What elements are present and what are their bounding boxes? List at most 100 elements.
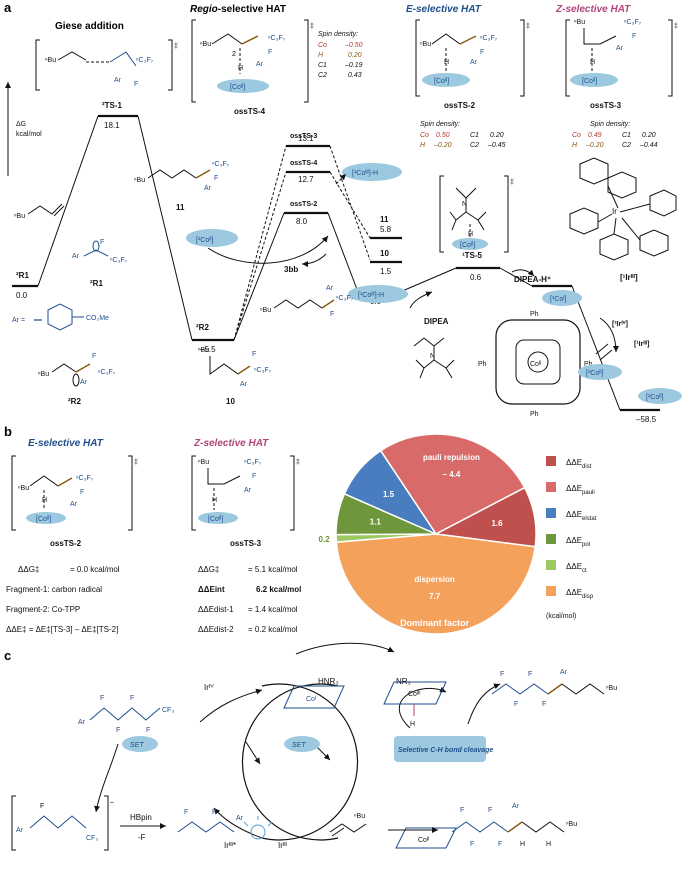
z-hat-header: Z-selective HAT — [555, 4, 631, 15]
pie-value-label-4: 0.2 — [319, 535, 331, 544]
c-co3: Coᴵᴵᴵ — [408, 691, 420, 698]
svg-text:C2: C2 — [318, 72, 327, 79]
svg-text:N: N — [462, 201, 467, 208]
pie-slice-2 — [343, 449, 439, 536]
svg-text:Ar: Ar — [236, 815, 244, 822]
light-bulb-icon — [243, 816, 273, 840]
product-3bb-label: 3bb — [284, 265, 298, 274]
legend-label-2: ΔΔEelstat — [566, 510, 597, 522]
energy-final: –58.5 — [636, 415, 657, 424]
svg-text:F: F — [134, 81, 138, 88]
svg-text:H: H — [238, 65, 243, 72]
svg-text:[Coᴵᴵ]: [Coᴵᴵ] — [434, 78, 449, 85]
svg-text:Ir: Ir — [612, 207, 617, 216]
r1-radical-label: ²R1 — [90, 279, 103, 288]
legend-swatch-0 — [546, 456, 556, 466]
svg-text:H: H — [42, 497, 47, 504]
svg-text:N: N — [430, 353, 435, 360]
svg-text:Ar: Ar — [80, 379, 88, 386]
ts3-profile-label: ossTS-3 — [290, 133, 317, 140]
co2-pill-final: [²Coᴵᴵ] — [646, 394, 664, 401]
ir4-label: [²Irᴵⱽ] — [612, 320, 628, 328]
c-hbpin: HBpin — [130, 813, 152, 822]
svg-text:CO₂Me: CO₂Me — [86, 315, 109, 322]
svg-text:–0.45: –0.45 — [487, 142, 506, 149]
giese-nbu: ⁿBu — [45, 57, 56, 64]
svg-text:H: H — [444, 59, 449, 66]
pie-value-label-1: – 4.4 — [443, 470, 461, 479]
legend-label-5: ΔΔEdisp — [566, 588, 594, 600]
svg-text:F: F — [488, 807, 492, 814]
svg-text:F: F — [116, 727, 120, 734]
legend-label-3: ΔΔEpol — [566, 536, 590, 548]
svg-text:ⁿBu: ⁿBu — [18, 485, 29, 492]
ir-label: [¹Irᴵᴵᴵ] — [620, 273, 638, 282]
svg-text:ⁿBu: ⁿBu — [200, 41, 211, 48]
svg-text:C1: C1 — [470, 132, 479, 139]
c-set2: SET — [292, 742, 306, 749]
c-nr3: NR₃ — [396, 677, 411, 686]
svg-text:F: F — [80, 489, 84, 496]
ts3-header-label: ossTS-3 — [590, 101, 622, 110]
legend-label-0: ΔΔEdist — [566, 458, 592, 470]
giese-header: Giese addition — [55, 21, 124, 32]
svg-text:H: H — [212, 497, 217, 504]
dipea-h-label: DIPEA-H⁺ — [514, 275, 551, 284]
ir3-label: [¹Irᴵᴵᴵ] — [634, 341, 649, 348]
svg-text:ⁿBu: ⁿBu — [574, 19, 585, 26]
svg-text:Ar: Ar — [70, 501, 78, 508]
svg-text:–: – — [110, 799, 114, 806]
svg-text:F: F — [40, 803, 44, 810]
dipea-label: DIPEA — [424, 317, 449, 326]
c-co1: Coᴵ — [306, 696, 316, 703]
svg-text:H: H — [572, 142, 578, 149]
svg-text:F: F — [480, 49, 484, 56]
y-axis: ΔG kcal/mol — [5, 82, 42, 176]
product-11-structure: ⁿBu ⁿC₃F₇ F Ar 11 — [134, 161, 230, 212]
b-z-structure: ‡ ⁿBu H ⁿC₃F₇ F Ar [Coᴵᴵ] ossTS-3 — [191, 455, 300, 548]
c-bottom-right-structure: ⁿBu Ar F F F F H H — [451, 803, 577, 848]
svg-text:ⁿBu: ⁿBu — [134, 177, 145, 184]
svg-text:ⁿBu: ⁿBu — [420, 41, 431, 48]
energy-p10: 1.5 — [380, 267, 392, 276]
legend-swatch-4 — [546, 560, 556, 570]
svg-text:ⁿC₃F₇: ⁿC₃F₇ — [480, 35, 498, 42]
energy-ts1: 18.1 — [104, 121, 120, 130]
svg-text:F: F — [470, 841, 474, 848]
svg-text:F: F — [330, 311, 334, 318]
svg-text:ΔΔEint: ΔΔEint — [198, 585, 225, 594]
svg-text:F: F — [212, 809, 216, 816]
svg-text:kcal/mol: kcal/mol — [16, 131, 42, 138]
svg-text:ΔG: ΔG — [16, 121, 26, 128]
svg-text:[Coᴵᴵ]: [Coᴵᴵ] — [230, 84, 245, 91]
c-ir3s: Irᴵᴵᴵ* — [224, 841, 236, 850]
svg-text:Ar =: Ar = — [12, 317, 25, 324]
b-formula: ΔΔE‡ = ΔE‡[TS-3] – ΔE‡[TS-2] — [6, 625, 118, 634]
svg-text:ⁿC₃F₇: ⁿC₃F₇ — [268, 35, 286, 42]
energy-p11: 5.8 — [380, 225, 392, 234]
svg-text:–0.50: –0.50 — [344, 42, 363, 49]
energy-ts2: 8.0 — [296, 217, 308, 226]
pie-value-label-5: 7.7 — [429, 592, 441, 601]
b-z-rows: ΔΔG‡ = 5.1 kcal/mol ΔΔEint 6.2 kcal/mol … — [198, 565, 301, 634]
svg-text:ⁿC₃F₇: ⁿC₃F₇ — [98, 369, 116, 376]
r1-structure: ⁿBu ²R1 — [14, 203, 65, 280]
svg-text:ⁿC₃F₇: ⁿC₃F₇ — [244, 459, 262, 466]
pie-annotation-1: pauli repulsion — [423, 453, 480, 462]
svg-text:Ar: Ar — [244, 487, 252, 494]
svg-text:0.20: 0.20 — [348, 52, 362, 59]
co2-pill-right: [²Coᴵᴵ] — [586, 370, 604, 377]
svg-text:[Coᴵᴵ]: [Coᴵᴵ] — [36, 516, 51, 523]
svg-text:[²Coᴵᴵ]: [²Coᴵᴵ] — [196, 237, 214, 244]
svg-text:Coᴵᴵ: Coᴵᴵ — [530, 361, 541, 368]
svg-text:ⁿBu: ⁿBu — [198, 459, 209, 466]
svg-text:Ar: Ar — [470, 59, 478, 66]
product-11-side: 11 — [380, 215, 389, 224]
svg-text:–0.20: –0.20 — [433, 142, 452, 149]
porphyrin-structure: Coᴵᴵ Ph Ph Ph Ph — [478, 311, 593, 418]
svg-text:ⁿC₃F₇: ⁿC₃F₇ — [110, 257, 128, 264]
svg-text:‡: ‡ — [526, 23, 530, 30]
svg-text:Ar: Ar — [240, 381, 248, 388]
svg-text:H: H — [420, 142, 426, 149]
